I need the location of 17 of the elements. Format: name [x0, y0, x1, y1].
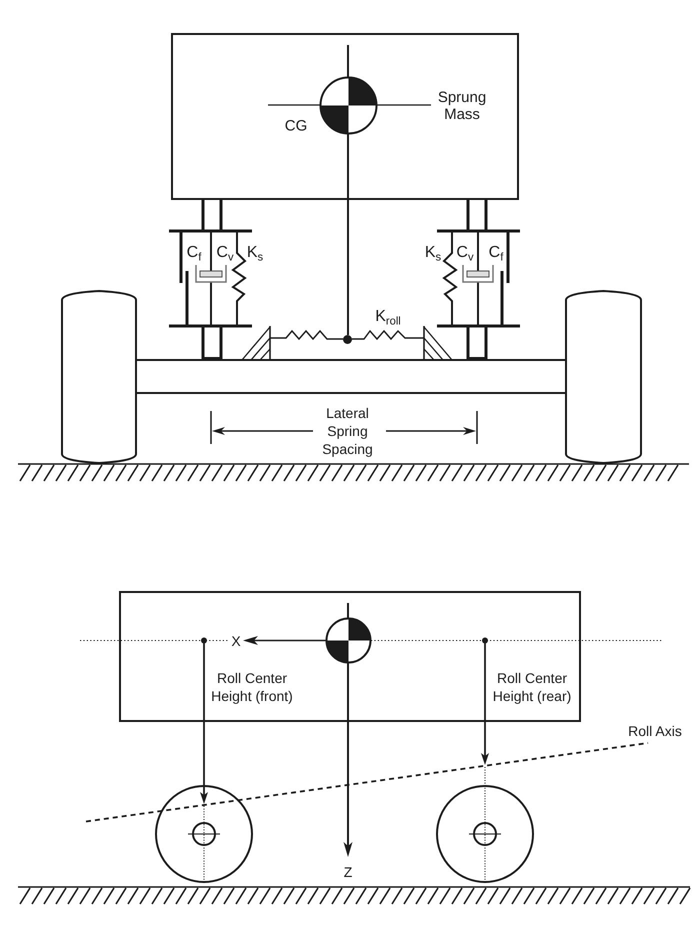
roll-center-label: Roll Center Height (rear)	[492, 669, 572, 705]
roll-center-label: Roll Center Height (front)	[210, 669, 294, 705]
viscous-damping-label: C$_{v}$	[216, 244, 234, 262]
sprung-mass-box	[171, 33, 519, 200]
dimension-label: Lateral Spring Spacing	[321, 404, 374, 458]
friction-damping-label: C$_{f}$	[488, 244, 504, 262]
vehicle-body-box	[119, 591, 581, 722]
axis-label: X	[231, 632, 241, 648]
spring-rate-label: K$_{s}$	[424, 244, 442, 262]
friction-damping-label: C$_{f}$	[186, 244, 202, 262]
roll-axis-label: Roll Axis	[628, 723, 682, 739]
spring-rate-label: K$_{s}$	[246, 244, 264, 262]
body-label: Sprung Mass	[436, 88, 488, 122]
axis-label: Z	[344, 864, 352, 880]
roll-stiffness-label: K$_{roll}$	[375, 308, 401, 326]
viscous-damping-label: C$_{v}$	[456, 244, 474, 262]
cg-label: CG	[284, 118, 308, 134]
